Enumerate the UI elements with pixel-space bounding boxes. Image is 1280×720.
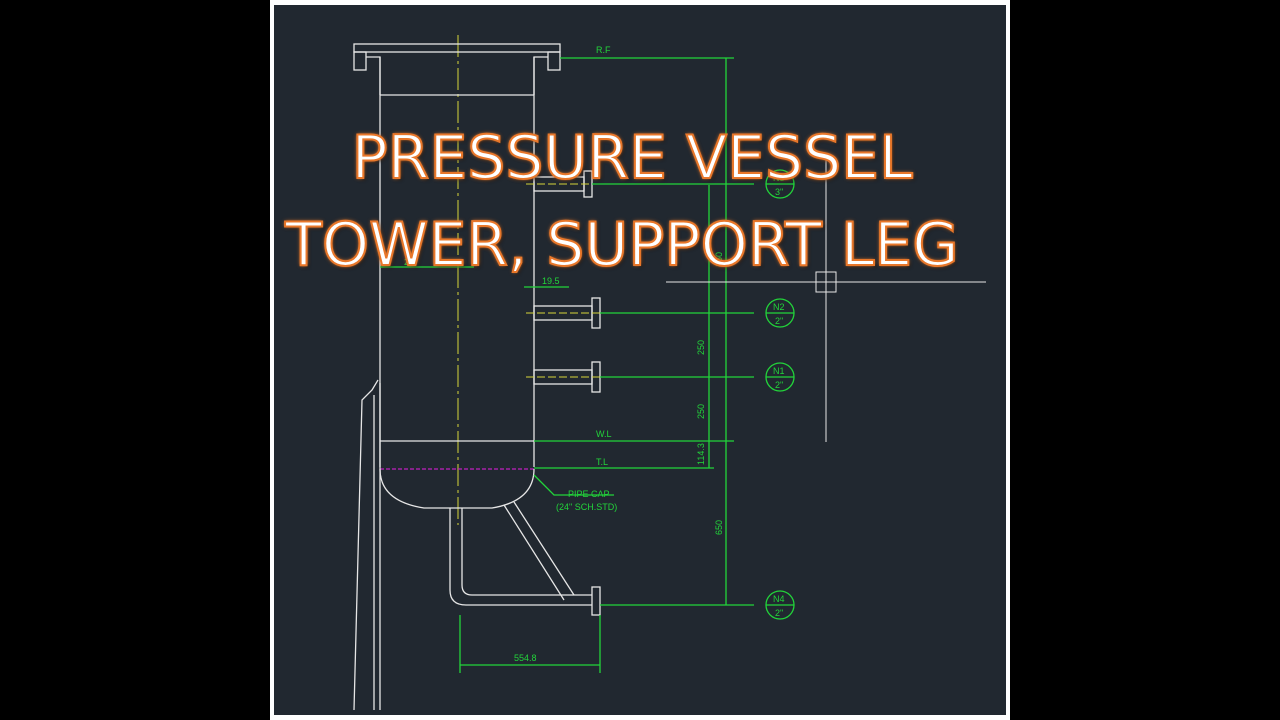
nozzle-n2-tag: N2 (773, 302, 785, 312)
crosshair-pickbox (815, 271, 837, 293)
nozzle-n1-tag: N1 (773, 366, 785, 376)
dim-554-8-label: 554.8 (514, 653, 537, 663)
diameter-label: 24" (404, 257, 417, 267)
pipe-cap-leader (533, 474, 614, 496)
dim-650-label: 650 (714, 520, 724, 535)
nozzle-n3-tag: N3 (773, 173, 785, 183)
vessel-drawing: R.F W.L T.L PIPE CAP (24" SCH.STD) 19.5 … (353, 35, 986, 711)
wl-label: W.L (596, 429, 612, 439)
nozzle-n1-size: 2" (775, 380, 783, 390)
rf-label: R.F (596, 45, 611, 55)
pipe-cap-spec-label: (24" SCH.STD) (556, 502, 617, 512)
support-leg (353, 379, 381, 711)
top-flange-right (547, 51, 561, 71)
dim-19-5-label: 19.5 (542, 276, 560, 286)
flange-neck (366, 56, 548, 95)
nozzle-n4-tag: N4 (773, 594, 785, 604)
dim-250-a-label: 250 (696, 340, 706, 355)
bottom-head (379, 468, 535, 509)
outlet-flange (591, 586, 601, 616)
pipe-cap-label: PIPE CAP (568, 489, 610, 499)
outlet-brace (503, 501, 575, 601)
outlet-pipe-outer (449, 508, 592, 606)
nozzle-n4-size: 2" (775, 608, 783, 618)
tl-label: T.L (596, 457, 608, 467)
dim-150-label: 150 (714, 252, 724, 267)
outlet-pipe-inner (461, 508, 592, 596)
top-flange-left (353, 51, 367, 71)
nozzle-n3-size: 3" (775, 187, 783, 197)
nozzle-n2-size: 2" (775, 316, 783, 326)
dim-114-3-label: 114.3 (696, 443, 706, 465)
cad-drawing-canvas: R.F W.L T.L PIPE CAP (24" SCH.STD) 19.5 … (274, 5, 1006, 715)
top-flange (353, 43, 561, 53)
dim-250-b-label: 250 (696, 404, 706, 419)
